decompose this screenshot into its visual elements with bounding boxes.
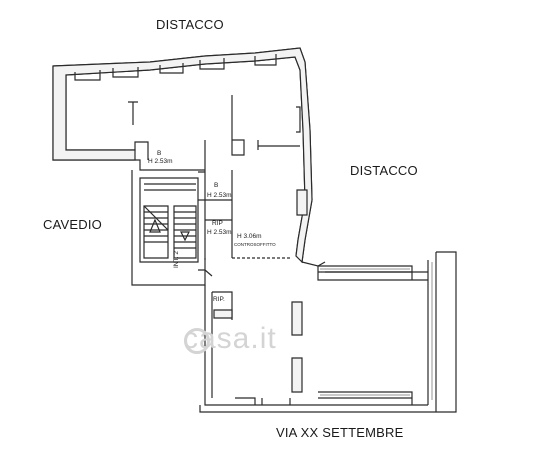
window-6 [296,106,301,133]
room-b-letter: B [214,182,219,189]
room-a-height: H 2.53m [148,158,173,165]
shop-window-bottom [318,391,413,405]
room-a-letter: B [157,150,162,157]
window-4 [199,58,225,70]
interior-wall-c [257,140,300,150]
window-1 [74,70,101,81]
lower-wall-left [204,285,428,406]
stair-label: INT. 2 [173,251,180,268]
right-edge [436,251,457,405]
lower-column [291,301,303,336]
stair-treads [144,211,196,249]
stair-landing [144,183,196,191]
stair-flight-right [173,205,197,259]
lower-column-b [291,357,303,393]
room-c-height: H 2.53m [207,229,232,236]
glazing-top [320,268,410,396]
watermark-logo-icon [184,328,210,354]
column-right [296,189,308,216]
room-c-letter: RIP [212,220,223,227]
street-frontage [199,405,457,413]
lower-divider [261,398,291,405]
window-2 [112,67,139,78]
entry-door [198,269,213,277]
label-right: DISTACCO [350,163,418,178]
stair-shaft-inner [139,177,199,263]
stair-shaft [131,170,206,286]
left-wall-inner [65,75,149,160]
stair-diagonal [143,205,169,231]
stair-flight-left [143,205,169,259]
lower-wall-top [317,266,428,281]
stair-arrow-down [180,231,190,242]
room-b-height: H 2.53m [207,192,232,199]
label-left: CAVEDIO [43,217,102,232]
label-top: DISTACCO [156,17,224,32]
rip-box-inner [213,309,233,319]
window-5 [254,54,277,66]
lower-wall-right [427,252,437,412]
street-door-a [235,397,256,405]
room-d-note: CONTROSOFFITTO [234,242,276,247]
interior-wall-d [198,140,206,260]
shop-window-top [318,265,413,280]
window-3 [159,63,184,74]
room-e-letter: RIP. [213,296,225,303]
label-bottom: VIA XX SETTEMBRE [276,425,404,440]
interior-wall-a [128,101,138,125]
stair-arrow-up [149,218,161,233]
watermark: casa.it [183,322,277,355]
room-d-height: H 3.06m [237,233,262,240]
interior-wall-b [231,95,245,156]
